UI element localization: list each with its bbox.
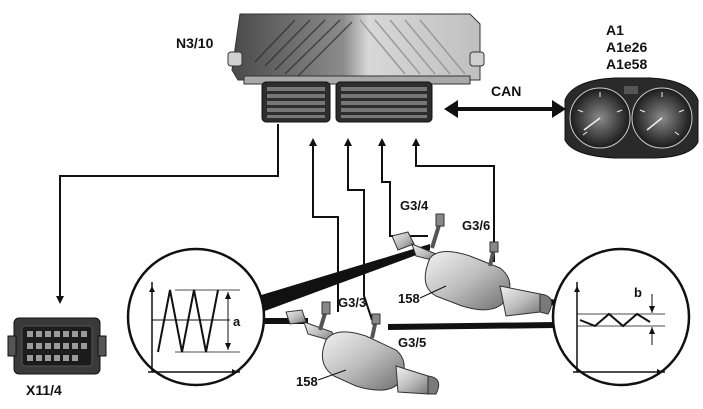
o2-sensor-icon xyxy=(318,301,381,339)
amplitude-a-label: a xyxy=(233,314,241,329)
sensor-g36-label: G3/6 xyxy=(462,218,490,233)
cat-rear-label: 158 xyxy=(398,291,420,306)
connector-label: X11/4 xyxy=(26,382,62,398)
o2-sensor-icon xyxy=(430,213,499,267)
can-label: CAN xyxy=(491,83,521,99)
sensor-g34-label: G3/4 xyxy=(400,198,429,213)
sensor-g33-label: G3/3 xyxy=(338,295,366,310)
scope-left-signal xyxy=(126,244,430,387)
can-bus-arrow xyxy=(444,100,566,118)
ecu-connector-right xyxy=(335,81,433,123)
ecu-connector-left xyxy=(261,81,331,123)
amplitude-b-label: b xyxy=(634,285,642,300)
sensor-g35-label: G3/5 xyxy=(398,335,426,350)
cluster-label-2: A1e26 xyxy=(606,39,647,55)
cluster-label-3: A1e58 xyxy=(606,56,647,72)
cat-front-label: 158 xyxy=(296,374,318,389)
cluster-label-1: A1 xyxy=(606,22,624,38)
wire-g35-to-ecu xyxy=(344,138,373,321)
catalytic-converter-icon xyxy=(285,309,440,395)
instrument-cluster-icon xyxy=(564,77,699,159)
wire-g36-to-ecu xyxy=(412,138,495,262)
wire-g34-to-ecu xyxy=(378,138,428,237)
wire-g33-to-ecu xyxy=(309,138,339,312)
connector-icon xyxy=(7,317,107,375)
ecu-label: N3/10 xyxy=(176,35,214,51)
wire-ecu-to-connector xyxy=(56,124,279,304)
catalytic-converter-icon xyxy=(391,231,553,317)
ecu-icon xyxy=(227,13,485,123)
